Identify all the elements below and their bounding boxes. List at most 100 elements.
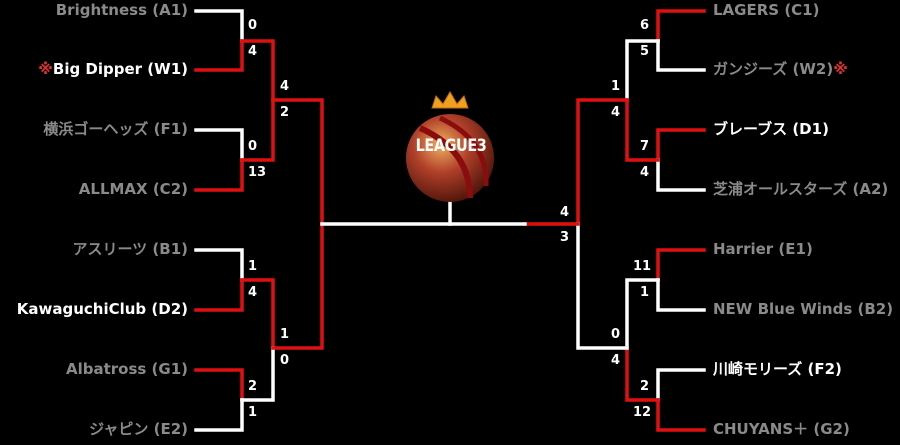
bracket-line: [448, 190, 527, 226]
team-name: Brightness: [55, 1, 148, 19]
score-label: 4: [248, 44, 258, 59]
asterisk-mark: ※: [833, 60, 848, 78]
bracket-line: [625, 346, 660, 402]
team-name: Albatross: [65, 360, 147, 378]
team-label: 横浜ゴーヘッズ (F1): [43, 120, 188, 138]
score-label: 4: [560, 205, 570, 220]
bracket-line: [194, 278, 244, 312]
team-seed: (F2): [802, 360, 842, 378]
team-name: ガンジーズ: [713, 60, 788, 78]
score-label: 3: [560, 230, 570, 245]
bracket-line: [625, 278, 660, 350]
score-label: 0: [248, 18, 258, 33]
team-label: Albatross (G1): [66, 360, 188, 378]
score-label: 6: [640, 18, 650, 33]
team-seed: (G2): [808, 420, 850, 438]
bracket-line: [656, 278, 706, 312]
bracket-line: [240, 98, 275, 162]
team-name: LAGERS: [713, 1, 780, 19]
bracket-line: [194, 158, 244, 192]
team-label: NEW Blue Winds (B2): [713, 300, 893, 318]
score-label: 1: [248, 259, 258, 274]
team-name: 川崎モリーズ: [713, 360, 803, 378]
bracket-line: [271, 222, 324, 350]
bracket-line: [194, 39, 244, 72]
score-label: 1: [280, 327, 290, 342]
bracket-line: [194, 248, 244, 282]
team-seed: (E1): [773, 240, 813, 258]
team-seed: (B2): [852, 300, 894, 318]
bracket-line: [625, 39, 660, 102]
logo-stripe: [438, 115, 489, 187]
team-name: NEW Blue Winds: [713, 300, 853, 318]
team-name: ALLMAX: [78, 180, 148, 198]
team-seed: (D2): [146, 300, 188, 318]
bracket-line: [656, 368, 706, 402]
team-name: KawaguchiClub: [16, 300, 147, 318]
team-name: ブレーブス: [713, 120, 788, 138]
bracket-line: [656, 39, 706, 72]
logo-ball: [406, 114, 494, 202]
bracket-line: [656, 398, 706, 432]
bracket-line: [656, 248, 706, 282]
bracket-line: [240, 346, 275, 402]
bracket-line: [656, 9, 706, 43]
bracket-line: [656, 158, 706, 192]
team-name: 芝浦オールスターズ: [713, 180, 848, 198]
score-label: 4: [248, 285, 258, 300]
score-label: 4: [611, 353, 621, 368]
bracket-line: [194, 368, 244, 402]
bracket-line: [194, 128, 244, 162]
team-label: LAGERS (C1): [713, 1, 819, 19]
bracket-line: [271, 98, 324, 226]
team-label: CHUYANS＋ (G2): [713, 420, 850, 438]
score-label: 12: [633, 405, 652, 420]
team-name: Harrier: [713, 240, 774, 258]
team-name: Big Dipper: [52, 60, 143, 78]
league-logo: [406, 91, 494, 202]
team-seed: (F1): [148, 120, 188, 138]
bracket-line: [240, 39, 275, 102]
team-label: ガンジーズ (W2)※: [713, 60, 848, 78]
team-name: ジャピン: [89, 420, 149, 438]
score-label: 2: [248, 379, 258, 394]
team-seed: (B1): [147, 240, 188, 258]
team-label: ALLMAX (C2): [79, 180, 188, 198]
logo-text: LEAGUE3: [415, 136, 487, 156]
score-label: 2: [280, 105, 290, 120]
score-label: 4: [611, 105, 621, 120]
team-label: Harrier (E1): [713, 240, 813, 258]
score-label: 0: [280, 353, 290, 368]
team-seed: (A2): [847, 180, 889, 198]
score-label: 2: [640, 379, 650, 394]
score-label: 0: [611, 327, 621, 342]
team-name: 横浜ゴーヘッズ: [43, 120, 149, 138]
bracket-line: [576, 222, 629, 350]
team-seed: (D1): [787, 120, 829, 138]
score-label: 5: [640, 44, 650, 59]
crown-icon: [431, 91, 469, 109]
asterisk-mark: ※: [38, 60, 53, 78]
team-label: ※Big Dipper (W1): [38, 60, 188, 78]
score-label: 4: [280, 79, 290, 94]
bracket-line: [194, 398, 244, 432]
bracket-line: [240, 278, 275, 350]
bracket-line: [194, 9, 244, 43]
team-seed: (C1): [779, 1, 820, 19]
team-label: Brightness (A1): [56, 1, 188, 19]
score-label: 1: [611, 79, 621, 94]
team-label: 川崎モリーズ (F2): [713, 360, 842, 378]
score-label: 7: [640, 139, 650, 154]
score-label: 13: [248, 165, 267, 180]
score-label: 1: [248, 405, 258, 420]
team-label: ブレーブス (D1): [713, 120, 829, 138]
team-label: アスリーツ (B1): [72, 240, 188, 258]
score-label: 0: [248, 139, 258, 154]
team-label: ジャピン (E2): [89, 420, 188, 438]
score-label: 4: [640, 165, 650, 180]
team-seed: (E2): [148, 420, 188, 438]
team-name: CHUYANS＋: [713, 420, 809, 438]
team-seed: (W2): [787, 60, 834, 78]
team-seed: (A1): [147, 1, 188, 19]
